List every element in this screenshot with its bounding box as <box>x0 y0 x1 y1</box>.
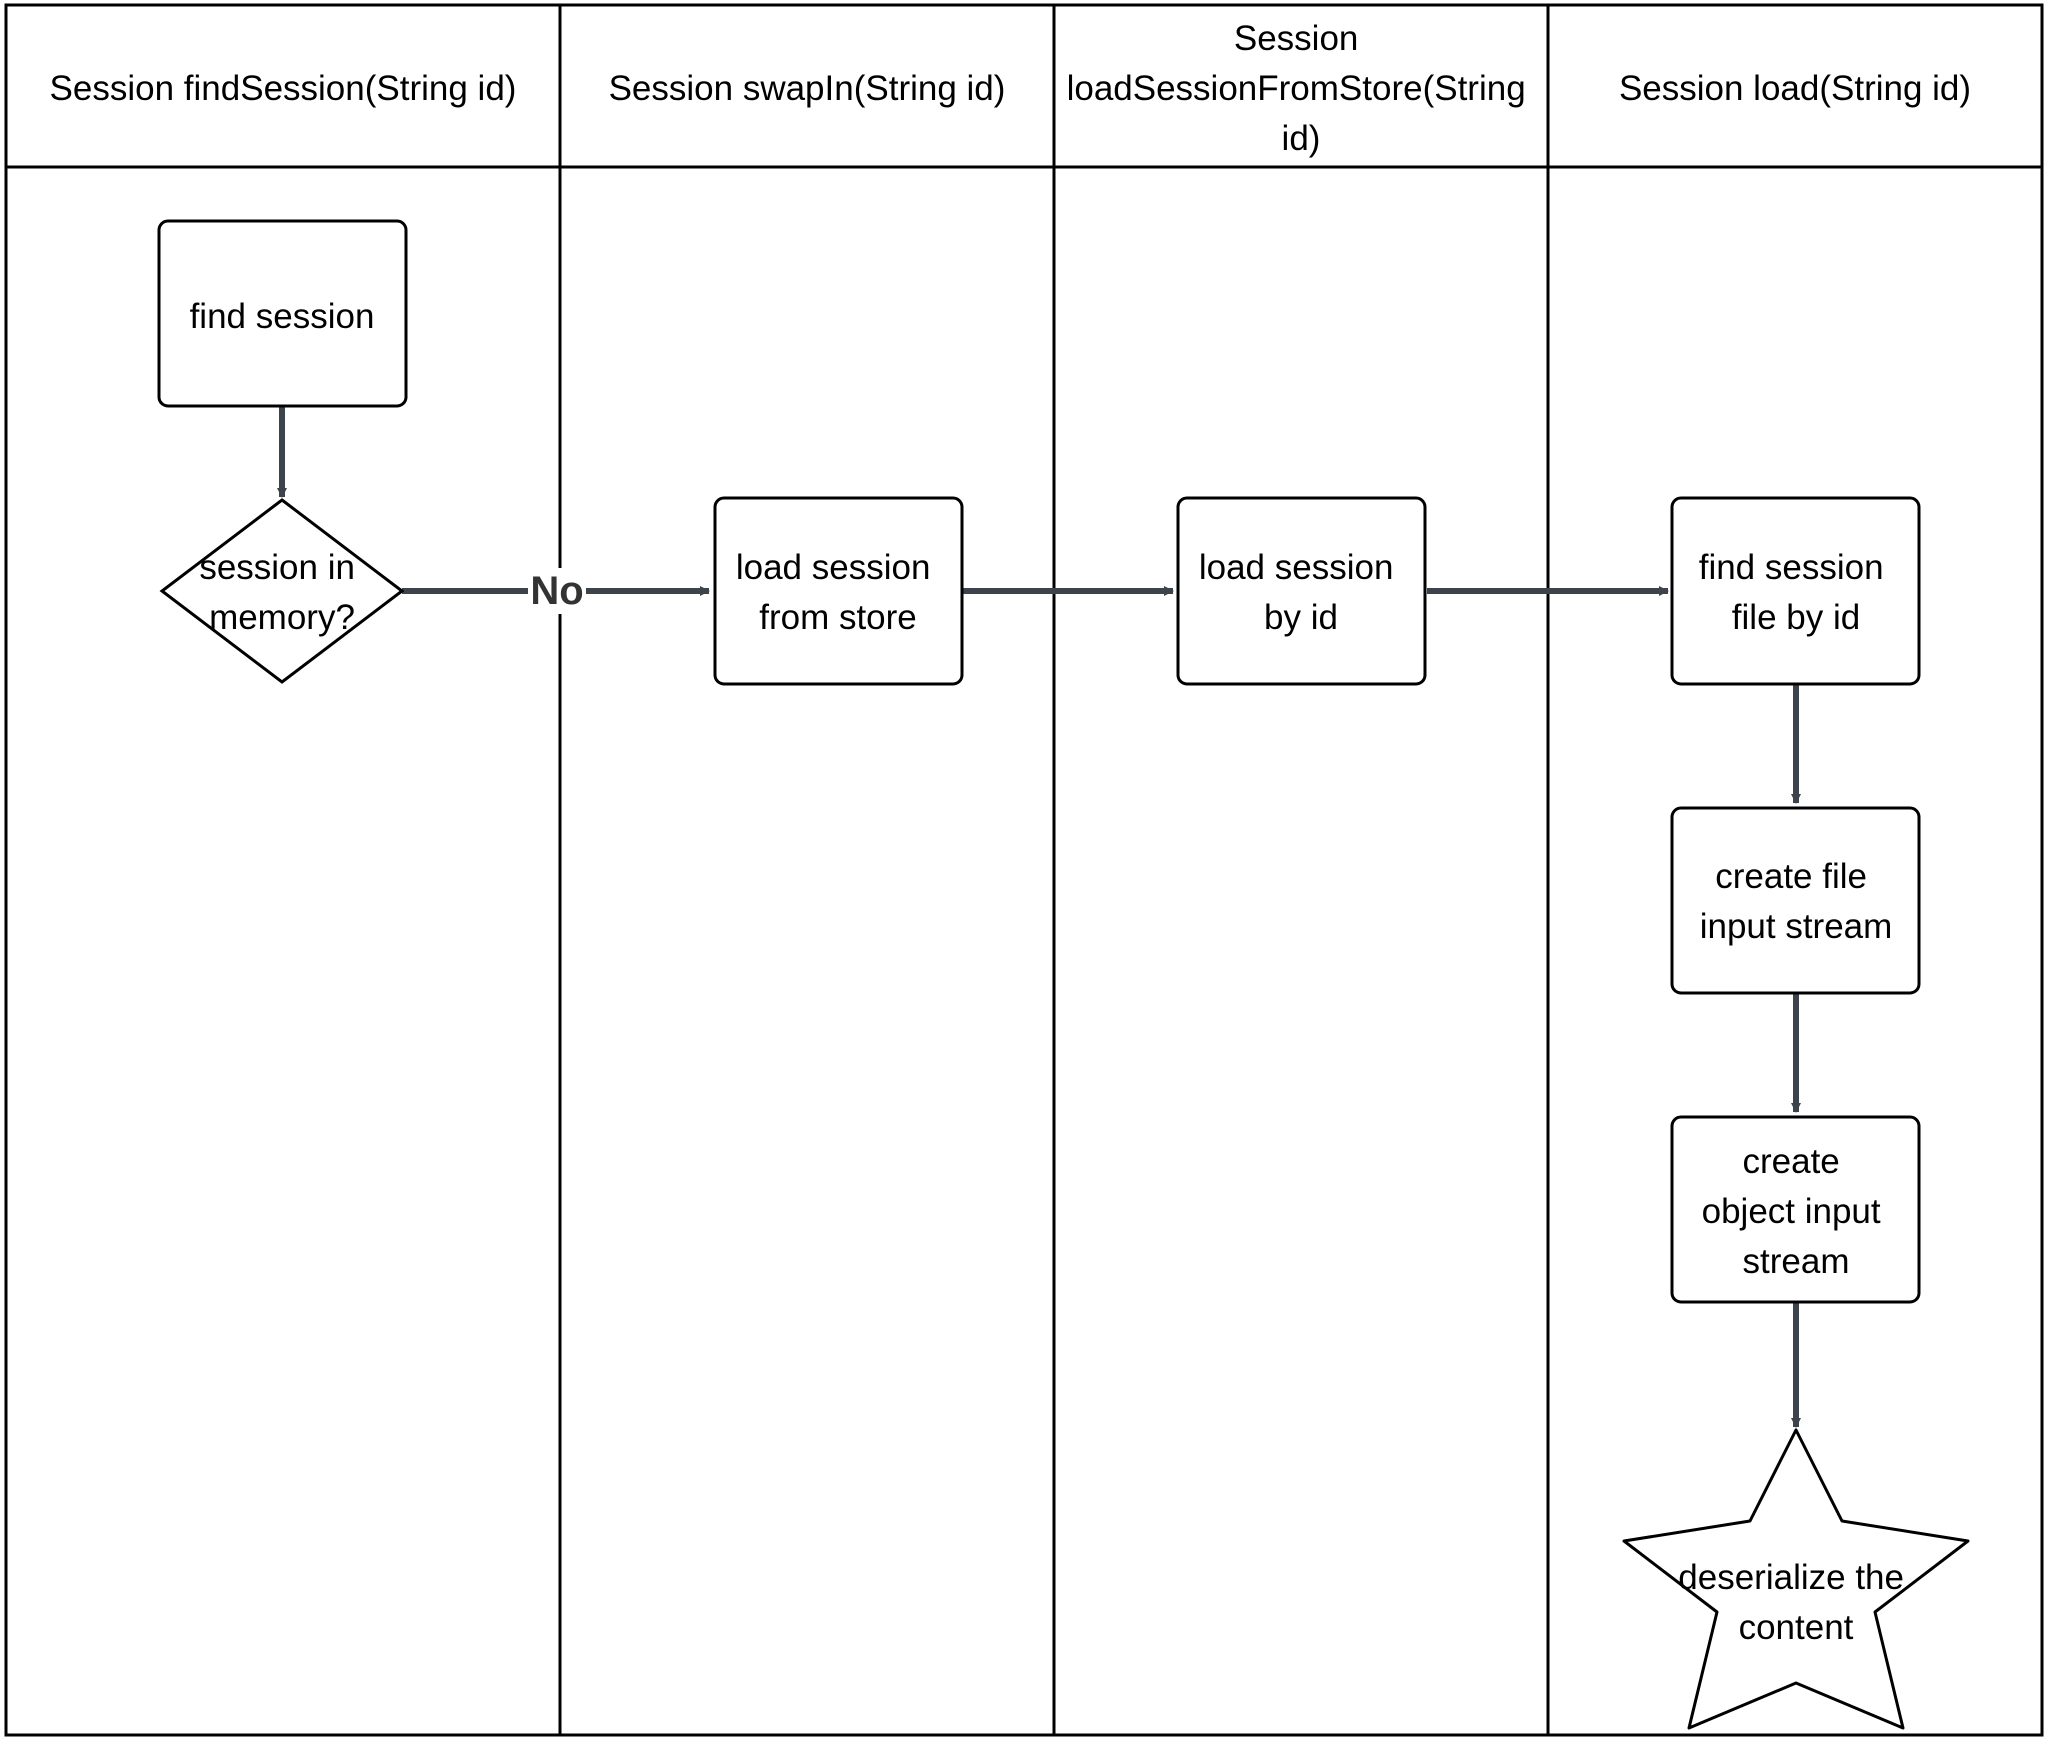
node-deserialize-the-content-label: deserialize the content <box>1678 1558 1913 1647</box>
lane-title-load: Session load(String id) <box>1619 69 1971 108</box>
node-load-session-from-store[interactable]: load session from store <box>713 496 964 686</box>
node-create-object-input-stream[interactable]: create object input stream <box>1670 1115 1921 1304</box>
lane-title-find-session: Session findSession(String id) <box>50 69 517 108</box>
swimlane-frame <box>4 3 2044 1737</box>
node-load-session-by-id-label: load session by id <box>1199 548 1403 637</box>
node-create-file-input-stream[interactable]: create file input stream <box>1670 806 1921 995</box>
lane-title-load-session-from-store: Session loadSessionFromStore(String id) <box>1067 19 1536 158</box>
edge-label-no: No <box>530 569 583 613</box>
node-create-object-input-stream-label: create object input stream <box>1702 1142 1891 1281</box>
node-load-session-by-id[interactable]: load session by id <box>1176 496 1427 686</box>
node-find-session[interactable]: find session <box>157 219 408 408</box>
node-find-session-file-by-id[interactable]: find session file by id <box>1670 496 1921 686</box>
edge-label-no-bg <box>528 568 586 614</box>
connectors <box>277 407 1801 1428</box>
node-session-in-memory-label: session in memory? <box>199 548 364 637</box>
node-deserialize-the-content-star[interactable]: deserialize the content <box>1622 1428 1970 1730</box>
node-find-session-label: find session <box>190 297 375 336</box>
node-create-file-input-stream-label: create file input stream <box>1700 857 1893 946</box>
node-load-session-from-store-label: load session from store <box>736 548 940 637</box>
lane-title-swap-in: Session swapIn(String id) <box>609 69 1006 108</box>
node-find-session-file-by-id-label: find session file by id <box>1699 548 1894 637</box>
node-session-in-memory-decision[interactable]: session in memory? <box>159 498 405 684</box>
